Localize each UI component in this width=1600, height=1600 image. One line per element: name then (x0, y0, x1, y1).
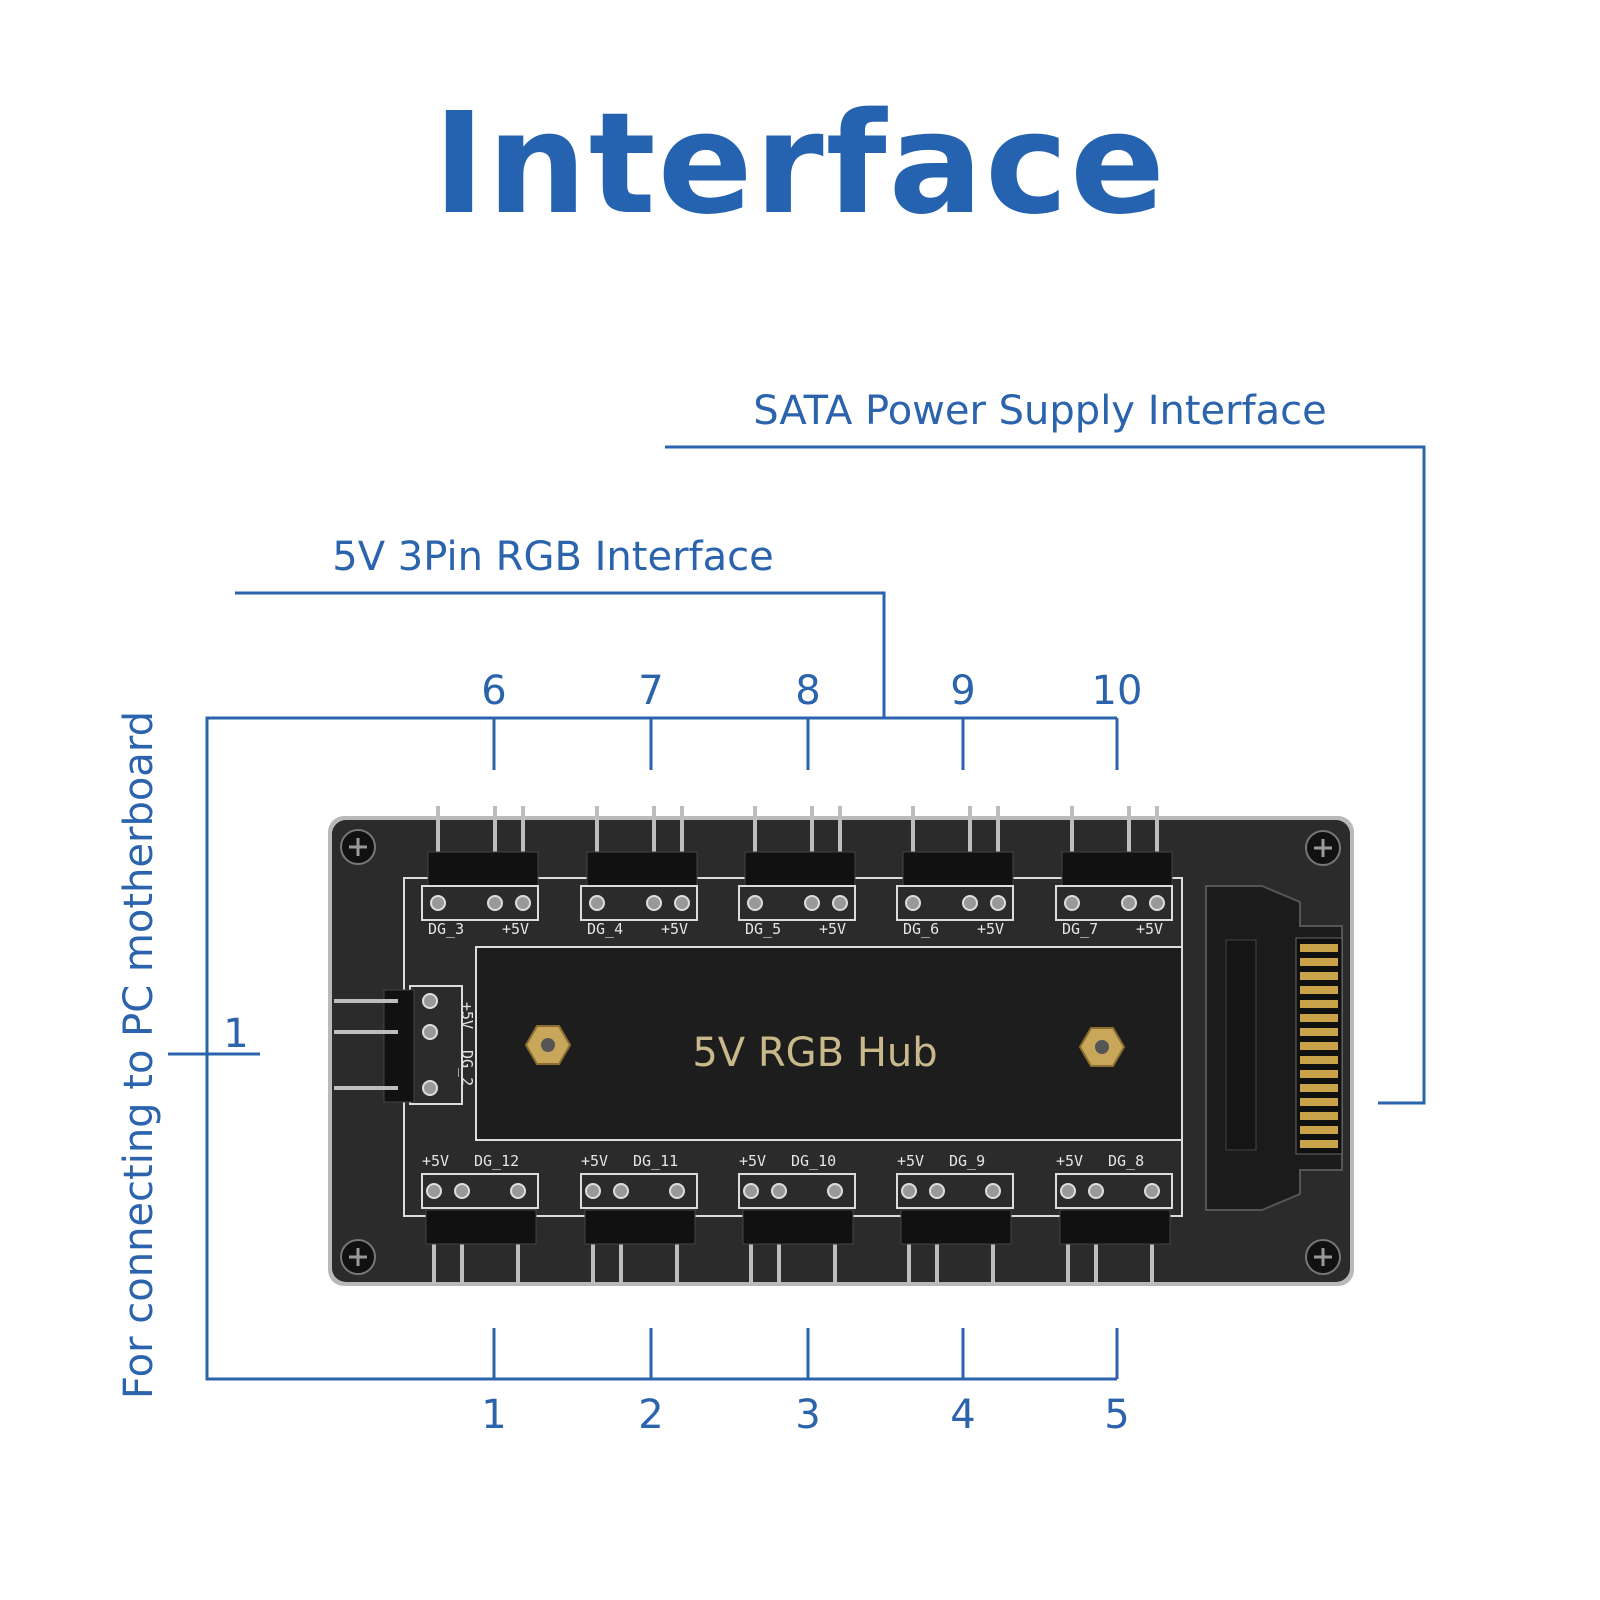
rgb-header-bottom: +5V DG_11 (580, 1152, 698, 1284)
top-port-number: 7 (638, 668, 663, 714)
rgb-header-bottom: +5V DG_8 (1055, 1152, 1173, 1284)
hub-board: 5V RGB Hub (328, 806, 1354, 1286)
output-bracket-line (205, 716, 1117, 1381)
header-voltage-label: +5V (1056, 1152, 1083, 1170)
bottom-header-group: +5V DG_12 +5V DG_11 +5V DG_10 +5V DG_9 +5V DG_8 (421, 1152, 1173, 1284)
top-header-group: DG_3 +5V DG_4 +5V DG_5 +5V DG_6 +5V DG_7 +5V (421, 806, 1173, 938)
rgb-leader-line (235, 591, 886, 718)
page-title: Interface (433, 83, 1167, 246)
motherboard-label: For connecting to PC motherboard (116, 711, 162, 1399)
top-port-number: 9 (950, 668, 975, 714)
rgb-header-bottom: +5V DG_10 (738, 1152, 856, 1284)
bottom-port-number: 1 (481, 1392, 506, 1438)
screw-icon (340, 829, 376, 865)
header-data-label: DG_4 (587, 920, 623, 938)
bottom-port-number: 3 (795, 1392, 820, 1438)
rgb-header-top: DG_7 +5V (1055, 806, 1173, 938)
header-voltage-label: +5V (1136, 920, 1163, 938)
header-data-label: DG_12 (474, 1152, 519, 1170)
input-number: 1 (223, 1011, 248, 1057)
header-voltage-label: +5V (422, 1152, 449, 1170)
header-data-label: DG_9 (949, 1152, 985, 1170)
screw-icon (1305, 830, 1341, 866)
header-data-label: DG_5 (745, 920, 781, 938)
header-data-label: DG_10 (791, 1152, 836, 1170)
header-voltage-label: +5V (502, 920, 529, 938)
header-voltage-label: +5V (661, 920, 688, 938)
top-tick-group (492, 718, 1119, 770)
header-data-label: DG_6 (903, 920, 939, 938)
header-voltage-label: +5V (739, 1152, 766, 1170)
top-port-number: 10 (1092, 668, 1143, 714)
bottom-tick-group (492, 1328, 1119, 1379)
top-port-number: 6 (481, 668, 506, 714)
screw-icon (340, 1239, 376, 1275)
header-data-label: DG_8 (1108, 1152, 1144, 1170)
top-port-number: 8 (795, 668, 820, 714)
header-voltage-label: +5V (581, 1152, 608, 1170)
bottom-port-number: 2 (638, 1392, 663, 1438)
top-number-group: 6 7 8 9 10 (481, 668, 1142, 714)
hub-text: 5V RGB Hub (692, 1030, 937, 1076)
bottom-number-group: 1 2 3 4 5 (481, 1392, 1129, 1438)
rgb-header-top: DG_3 +5V (421, 806, 539, 938)
standoff-left (524, 1025, 572, 1065)
input-header: +5V DG_2 (334, 985, 476, 1105)
header-data-label: DG_7 (1062, 920, 1098, 938)
header-voltage-label: +5V (897, 1152, 924, 1170)
rgb-header-top: DG_6 +5V (896, 806, 1014, 938)
sata-label: SATA Power Supply Interface (753, 388, 1327, 434)
hub-label-panel (475, 946, 1183, 1141)
sata-leader-line (665, 445, 1426, 1105)
rgb-header-bottom: +5V DG_12 (421, 1152, 539, 1284)
rgb-interface-label: 5V 3Pin RGB Interface (332, 534, 773, 580)
bottom-port-number: 4 (950, 1392, 975, 1438)
header-voltage-label: +5V (819, 920, 846, 938)
header-voltage-label: +5V (977, 920, 1004, 938)
rgb-header-top: DG_4 +5V (580, 806, 698, 938)
input-header-data: DG_2 (458, 1050, 476, 1086)
input-header-voltage: +5V (458, 1002, 476, 1029)
screw-icon (1305, 1239, 1341, 1275)
bottom-port-number: 5 (1104, 1392, 1129, 1438)
rgb-header-bottom: +5V DG_9 (896, 1152, 1014, 1284)
rgb-header-top: DG_5 +5V (738, 806, 856, 938)
header-data-label: DG_11 (633, 1152, 678, 1170)
standoff-right (1078, 1027, 1126, 1067)
header-data-label: DG_3 (428, 920, 464, 938)
sata-connector (1205, 885, 1343, 1211)
